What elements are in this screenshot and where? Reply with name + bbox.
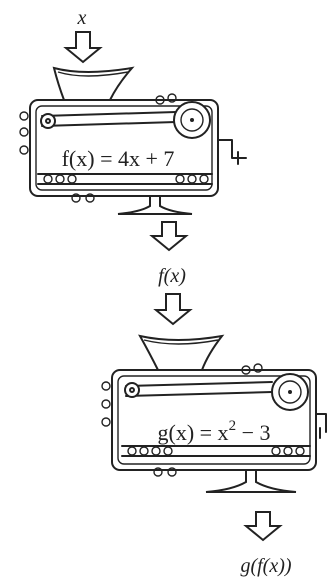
down-arrow-icon — [153, 293, 193, 326]
equation-f: f(x) = 4x + 7 — [62, 146, 175, 171]
equation-g: g(x) = x2 − 3 — [158, 418, 271, 445]
down-arrow-icon — [63, 31, 103, 64]
intermediate-label-fx: f(x) — [158, 265, 186, 287]
machine-g: g(x) = x2 − 3 — [101, 334, 327, 493]
machine-f: f(x) = 4x + 7 — [19, 66, 247, 215]
down-arrow-icon — [243, 511, 283, 542]
down-arrow-icon — [149, 221, 189, 252]
output-label-gfx: g(f(x)) — [240, 555, 291, 577]
input-label-x: x — [77, 7, 87, 29]
